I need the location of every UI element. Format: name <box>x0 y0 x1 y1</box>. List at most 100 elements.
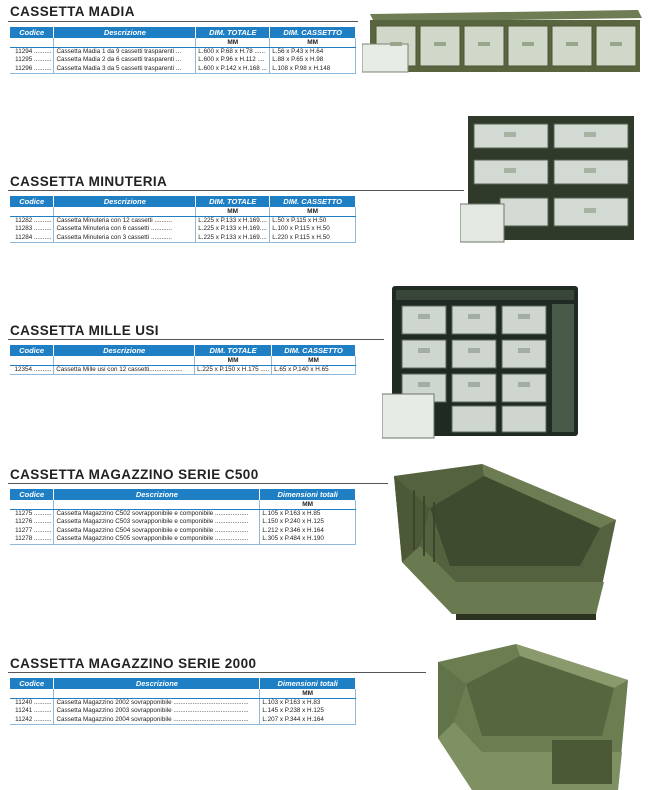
product-code: 11277 .......... <box>10 526 55 535</box>
product-table: Codice Descrizione DIM. TOTALE DIM. CASS… <box>10 196 356 243</box>
product-dim-cassetto: L.88 x P.65 x H.98 <box>269 56 356 65</box>
product-dim-totale: L.225 x P.133 x H.169.... <box>195 233 271 243</box>
product-dim-cassetto: L.100 x P.115 x H.50 <box>269 225 356 234</box>
header-descrizione: Descrizione <box>53 27 197 38</box>
product-description: Cassetta Minuteria con 6 cassetti ......… <box>53 225 197 234</box>
product-dim-cassetto: L.220 x P.115 x H.50 <box>269 233 356 243</box>
product-description: Cassetta Magazzino 2004 sovrapponibile .… <box>53 715 261 725</box>
header-descrizione: Descrizione <box>53 196 197 207</box>
header-codice: Codice <box>10 27 55 38</box>
unit-cell <box>53 689 261 699</box>
table-row: 12354 .......... Cassetta Mille usi con … <box>10 365 356 375</box>
table-row: 11284 .......... Cassetta Minuteria con … <box>10 233 356 243</box>
unit-cell <box>10 356 55 366</box>
unit-cell <box>10 38 55 48</box>
unit-cell: MM <box>259 500 356 510</box>
product-code: 11282 .......... <box>10 216 55 225</box>
product-code: 12354 .......... <box>10 365 55 375</box>
unit-cell: MM <box>194 356 273 366</box>
product-dim-cassetto: L.65 x P.140 x H.65 <box>271 365 356 375</box>
product-dim-totale: L.225 x P.150 x H.175 ..... <box>194 365 273 375</box>
header-codice: Codice <box>10 678 55 689</box>
product-description: Cassetta Minuteria con 12 cassetti .....… <box>53 216 197 225</box>
table-row: 11283 .......... Cassetta Minuteria con … <box>10 225 356 234</box>
table-row: 11276 .......... Cassetta Magazzino C503… <box>10 518 356 527</box>
product-code: 11276 .......... <box>10 518 55 527</box>
section-title: CASSETTA MILLE USI <box>10 323 159 338</box>
table-row: 11282 .......... Cassetta Minuteria con … <box>10 216 356 225</box>
product-code: 11275 .......... <box>10 509 55 518</box>
product-dimensions: L.105 x P.163 x H.85 <box>259 509 356 518</box>
header-descrizione: Descrizione <box>53 678 261 689</box>
header-dim-cassetto: DIM. CASSETTO <box>269 196 356 207</box>
product-dimensions: L.305 x P.484 x H.190 <box>259 535 356 545</box>
product-table: Codice Descrizione DIM. TOTALE DIM. CASS… <box>10 27 356 74</box>
section-divider <box>8 483 388 484</box>
unit-cell: MM <box>269 38 356 48</box>
product-code: 11296 .......... <box>10 64 55 74</box>
unit-cell: MM <box>259 689 356 699</box>
unit-cell: MM <box>269 207 356 217</box>
product-dim-totale: L.600 x P.96 x H.112 .... <box>195 56 271 65</box>
unit-cell: MM <box>195 38 271 48</box>
header-dim-totale: DIM. TOTALE <box>195 27 271 38</box>
product-table: Codice Descrizione Dimensioni totali MM … <box>10 489 356 545</box>
unit-cell <box>10 207 55 217</box>
product-table: Codice Descrizione DIM. TOTALE DIM. CASS… <box>10 345 356 375</box>
product-dim-cassetto: L.108 x P.98 x H.148 <box>269 64 356 74</box>
section-title: CASSETTA MADIA <box>10 4 135 19</box>
product-dim-cassetto: L.56 x P.43 x H.64 <box>269 47 356 56</box>
product-dimensions: L.207 x P.344 x H.164 <box>259 715 356 725</box>
unit-cell: MM <box>271 356 356 366</box>
header-codice: Codice <box>10 345 55 356</box>
product-description: Cassetta Magazzino C503 sovrapponibile e… <box>53 518 261 527</box>
header-dim-totale: DIM. TOTALE <box>194 345 273 356</box>
product-description: Cassetta Mille usi con 12 cassetti......… <box>53 365 196 375</box>
product-dim-totale: L.225 x P.133 x H.169.... <box>195 216 271 225</box>
product-code: 11283 .......... <box>10 225 55 234</box>
header-codice: Codice <box>10 489 55 500</box>
header-dim-cassetto: DIM. CASSETTO <box>269 27 356 38</box>
unit-cell <box>53 207 197 217</box>
unit-cell: MM <box>195 207 271 217</box>
unit-cell <box>53 500 261 510</box>
product-description: Cassetta Minuteria con 3 cassetti ......… <box>53 233 197 243</box>
product-code: 11278 .......... <box>10 535 55 545</box>
product-dim-cassetto: L.50 x P.115 x H.50 <box>269 216 356 225</box>
product-table: Codice Descrizione Dimensioni totali MM … <box>10 678 356 725</box>
header-dim-totale: DIM. TOTALE <box>195 196 271 207</box>
product-description: Cassetta Madia 2 da 6 cassetti trasparen… <box>53 56 197 65</box>
product-dim-totale: L.600 x P.68 x H.78 ...... <box>195 47 271 56</box>
product-dimensions: L.103 x P.163 x H.83 <box>259 698 356 707</box>
product-code: 11242 .......... <box>10 715 55 725</box>
product-dim-totale: L.225 x P.133 x H.169.... <box>195 225 271 234</box>
table-row: 11296 .......... Cassetta Madia 3 da 5 c… <box>10 64 356 74</box>
section-divider <box>8 672 426 673</box>
product-description: Cassetta Magazzino C504 sovrapponibile e… <box>53 526 261 535</box>
product-dimensions: L.145 x P.238 x H.125 <box>259 707 356 716</box>
section-title: CASSETTA MAGAZZINO SERIE C500 <box>10 467 259 482</box>
table-row: 11240 .......... Cassetta Magazzino 2002… <box>10 698 356 707</box>
header-dim-cassetto: DIM. CASSETTO <box>271 345 356 356</box>
product-description: Cassetta Magazzino C502 sovrapponibile e… <box>53 509 261 518</box>
section-divider <box>8 339 384 340</box>
header-dimensioni-totali: Dimensioni totali <box>259 678 356 689</box>
product-description: Cassetta Magazzino 2002 sovrapponibile .… <box>53 698 261 707</box>
table-row: 11242 .......... Cassetta Magazzino 2004… <box>10 715 356 725</box>
unit-cell <box>53 356 196 366</box>
product-description: Cassetta Magazzino C505 sovrapponibile e… <box>53 535 261 545</box>
section-title: CASSETTA MINUTERIA <box>10 174 168 189</box>
table-row: 11295 .......... Cassetta Madia 2 da 6 c… <box>10 56 356 65</box>
product-code: 11240 .......... <box>10 698 55 707</box>
product-description: Cassetta Magazzino 2003 sovrapponibile .… <box>53 707 261 716</box>
cassetta-minuteria-photo <box>460 116 634 243</box>
header-descrizione: Descrizione <box>53 345 196 356</box>
unit-cell <box>53 38 197 48</box>
cassetta-c500-photo <box>394 464 616 620</box>
product-code: 11294 .......... <box>10 47 55 56</box>
header-dimensioni-totali: Dimensioni totali <box>259 489 356 500</box>
section-divider <box>8 190 464 191</box>
table-row: 11275 .......... Cassetta Magazzino C502… <box>10 509 356 518</box>
header-codice: Codice <box>10 196 55 207</box>
section-divider <box>8 21 358 22</box>
